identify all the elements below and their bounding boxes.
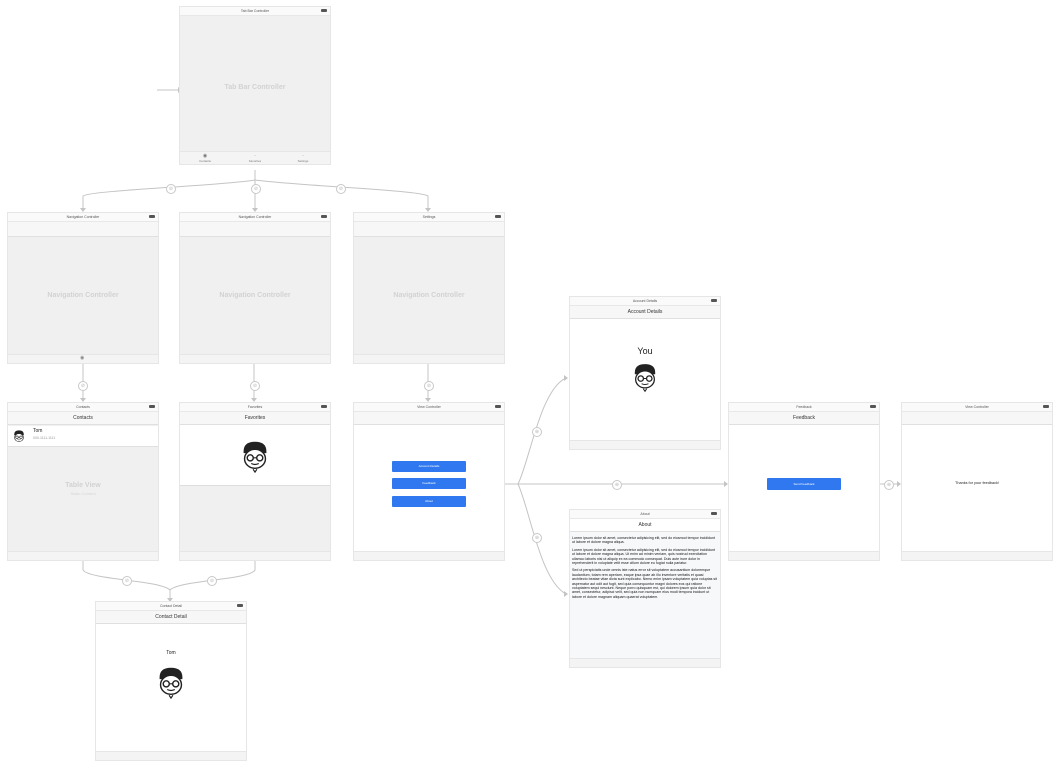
bottom-bar xyxy=(354,551,504,560)
about-button[interactable]: About xyxy=(392,496,466,507)
placeholder-sublabel: Static Content xyxy=(70,491,96,496)
navigation-bar xyxy=(354,412,504,425)
about-text: Lorem ipsum dolor sit amet, consectetur … xyxy=(572,536,718,659)
bottom-bar: ◉ xyxy=(8,354,158,363)
scene-title: Account Details xyxy=(570,297,720,306)
scene-title: Navigation Controller xyxy=(8,213,158,222)
scene-thanks[interactable]: View Controller Thanks for your feedback… xyxy=(902,403,1052,560)
scene-title: About xyxy=(570,510,720,519)
bottom-bar xyxy=(729,551,879,560)
segue-badge[interactable]: ⊘ xyxy=(78,381,88,391)
about-paragraph: Sed ut perspiciatis unde omnis iste natu… xyxy=(572,568,718,599)
thanks-message: Thanks for your feedback! xyxy=(955,481,999,485)
segue-vc-about xyxy=(517,483,567,595)
account-details-button[interactable]: Account Details xyxy=(392,461,466,472)
avatar-icon xyxy=(634,364,656,393)
bottom-bar xyxy=(180,551,330,560)
placeholder-label: Navigation Controller xyxy=(47,292,119,299)
bottom-bar xyxy=(570,658,720,667)
segue-badge[interactable]: ⊘ xyxy=(424,381,434,391)
scene-account-details[interactable]: Account Details Account Details You xyxy=(570,297,720,449)
gray-area xyxy=(180,485,330,552)
avatar-icon xyxy=(243,441,267,474)
segue-badge[interactable]: ⊕ xyxy=(884,480,894,490)
avatar-icon xyxy=(14,430,24,442)
segue-badge[interactable]: ⊘ xyxy=(207,576,217,586)
scene-feedback[interactable]: Feedback Feedback Send Feedback xyxy=(729,403,879,560)
placeholder-label: Tab Bar Controller xyxy=(224,84,286,91)
segue-badge[interactable]: ⊘ xyxy=(166,184,176,194)
segue-badge[interactable]: ⊕ xyxy=(532,427,542,437)
scene-contacts[interactable]: Contacts Contacts Tom 000-1111-1111 Tabl… xyxy=(8,403,158,560)
feedback-button[interactable]: Feedback xyxy=(392,478,466,489)
contact-cell[interactable]: Tom 000-1111-1111 xyxy=(8,426,158,447)
placeholder-label: Navigation Controller xyxy=(393,292,465,299)
placeholder-label: Table View xyxy=(65,482,101,489)
scene-view-controller[interactable]: View Controller Account Details Feedback… xyxy=(354,403,504,560)
bottom-bar xyxy=(96,751,246,760)
navigation-bar: Contact Detail xyxy=(96,611,246,624)
scene-navigation-controller-1[interactable]: Navigation Controller Navigation Control… xyxy=(8,213,158,363)
scene-title: Tab Bar Controller xyxy=(180,7,330,16)
tab-favorites[interactable]: ·Favorites xyxy=(248,153,262,163)
navigation-bar xyxy=(8,222,158,237)
send-feedback-button[interactable]: Send Feedback xyxy=(767,478,841,490)
scene-about[interactable]: About About Lorem ipsum dolor sit amet, … xyxy=(570,510,720,667)
you-label: You xyxy=(637,346,653,356)
segue-badge[interactable]: ⊘ xyxy=(250,381,260,391)
scene-navigation-controller-settings[interactable]: Settings Navigation Controller xyxy=(354,213,504,363)
navigation-bar: About xyxy=(570,519,720,532)
scene-title: Contact Detail xyxy=(96,602,246,611)
bottom-bar xyxy=(902,551,1052,560)
bottom-bar xyxy=(570,440,720,449)
segue-badge[interactable]: ⊕ xyxy=(612,480,622,490)
bottom-bar xyxy=(180,354,330,363)
bottom-bar xyxy=(8,551,158,560)
segue-badge[interactable]: ⊕ xyxy=(532,533,542,543)
contact-name-label: Tom xyxy=(166,650,176,656)
segue-badge[interactable]: ⊘ xyxy=(251,184,261,194)
contacts-tab-icon: ◉ xyxy=(80,355,85,361)
navigation-bar xyxy=(902,412,1052,425)
scene-title: Contacts xyxy=(8,403,158,412)
scene-tab-bar-controller[interactable]: Tab Bar Controller Tab Bar Controller ◉C… xyxy=(180,7,330,164)
about-paragraph: Lorem ipsum dolor sit amet, consectetur … xyxy=(572,536,716,545)
navigation-bar xyxy=(354,222,504,237)
scene-contact-detail[interactable]: Contact Detail Contact Detail Tom xyxy=(96,602,246,760)
scene-title: Navigation Controller xyxy=(180,213,330,222)
scene-favorites[interactable]: Favorites Favorites xyxy=(180,403,330,560)
scene-title: View Controller xyxy=(354,403,504,412)
avatar-icon xyxy=(159,667,183,700)
navigation-bar: Favorites xyxy=(180,412,330,425)
segue-badge[interactable]: ⊘ xyxy=(122,576,132,586)
tab-settings[interactable]: ·Settings xyxy=(297,153,309,163)
tab-contacts[interactable]: ◉Contacts xyxy=(199,153,211,163)
scene-title: Feedback xyxy=(729,403,879,412)
placeholder-label: Navigation Controller xyxy=(219,292,291,299)
navigation-bar: Account Details xyxy=(570,306,720,319)
contact-name: Tom xyxy=(33,428,43,434)
scene-title: Favorites xyxy=(180,403,330,412)
bottom-bar xyxy=(354,354,504,363)
navigation-bar: Contacts xyxy=(8,412,158,425)
scene-title: Settings xyxy=(354,213,504,222)
navigation-bar xyxy=(180,222,330,237)
scene-navigation-controller-2[interactable]: Navigation Controller Navigation Control… xyxy=(180,213,330,363)
navigation-bar: Feedback xyxy=(729,412,879,425)
scene-title: View Controller xyxy=(902,403,1052,412)
tab-bar: ◉Contacts ·Favorites ·Settings xyxy=(180,151,330,164)
about-paragraph: Lorem ipsum dolor sit amet, consectetur … xyxy=(572,547,716,566)
segue-badge[interactable]: ⊘ xyxy=(336,184,346,194)
contact-detail: 000-1111-1111 xyxy=(33,436,56,440)
